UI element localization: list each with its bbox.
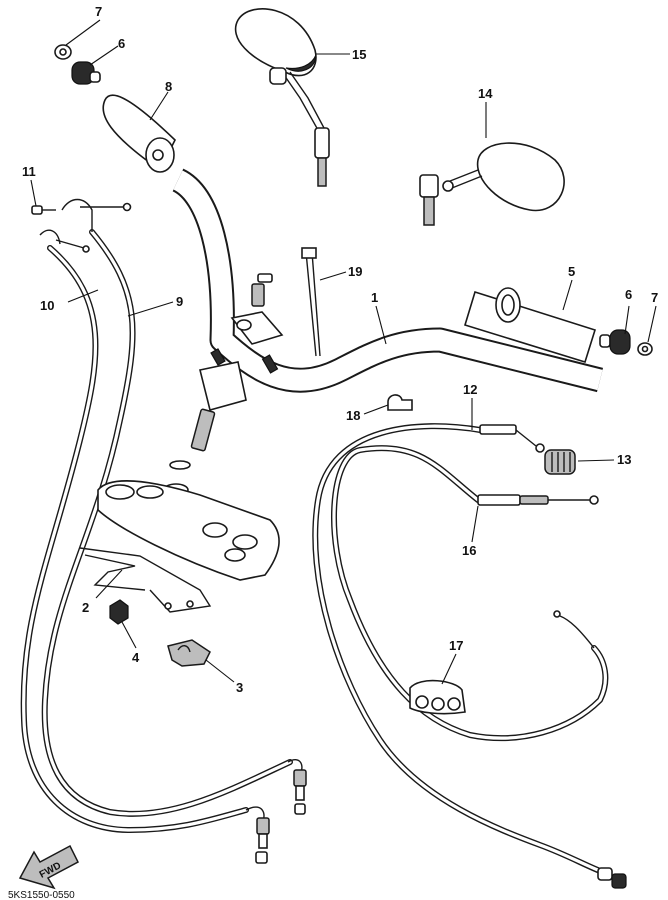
drawing-code: 5KS1550-0550 xyxy=(8,890,75,900)
callout-17: 17 xyxy=(449,638,463,653)
adjuster-13 xyxy=(544,449,576,475)
fwd-arrow-icon: FWD xyxy=(18,844,79,890)
callout-1: 1 xyxy=(371,290,378,305)
callout-6-right: 6 xyxy=(625,287,632,302)
handlebar-holder-lower xyxy=(163,361,247,497)
callout-16: 16 xyxy=(462,543,476,558)
screw-11 xyxy=(31,205,56,215)
cable-top-fittings xyxy=(39,198,132,253)
grip-end-6-left xyxy=(71,61,101,85)
callout-14: 14 xyxy=(478,86,493,101)
washer-7-right xyxy=(637,342,653,356)
callout-2: 2 xyxy=(82,600,89,615)
callout-4: 4 xyxy=(132,650,140,665)
cable-16 xyxy=(330,445,609,742)
mirror-14 xyxy=(419,142,565,226)
clamp-17 xyxy=(409,679,466,715)
clutch-cable-12 xyxy=(312,423,611,877)
callout-7-left: 7 xyxy=(95,4,102,19)
cable-12-fittings xyxy=(479,424,627,889)
callout-15: 15 xyxy=(352,47,366,62)
grip-8-left xyxy=(102,94,176,173)
throttle-cable-9 xyxy=(41,229,293,817)
grip-end-6-right xyxy=(599,329,631,355)
callout-12: 12 xyxy=(463,382,477,397)
cable-16-fittings xyxy=(477,494,599,649)
mirror-15 xyxy=(234,8,330,187)
callout-11: 11 xyxy=(22,164,36,179)
callout-6-left: 6 xyxy=(118,36,125,51)
nut-4 xyxy=(109,599,129,625)
callout-3: 3 xyxy=(236,680,243,695)
cable-9-end-fitting xyxy=(287,758,307,815)
grip-5-right xyxy=(464,287,597,363)
washer-7-left xyxy=(54,44,72,60)
callout-5: 5 xyxy=(568,264,575,279)
cable-10-end-fitting xyxy=(245,806,270,864)
leader-lines xyxy=(30,19,657,685)
callout-19: 19 xyxy=(348,264,362,279)
callout-10: 10 xyxy=(40,298,54,313)
handlebar-holder-upper xyxy=(230,273,284,345)
throttle-cable-10 xyxy=(20,245,249,833)
callout-9: 9 xyxy=(176,294,183,309)
cable-tie-19 xyxy=(301,247,321,357)
callout-13: 13 xyxy=(617,452,631,467)
callout-18: 18 xyxy=(346,408,360,423)
callout-labels: 7 6 8 15 14 11 9 10 19 1 5 6 7 12 18 13 … xyxy=(22,4,658,695)
clamp-3 xyxy=(167,639,211,667)
cable-guide-2 xyxy=(79,547,212,613)
handlebar-1 xyxy=(171,168,604,393)
callout-7-right: 7 xyxy=(651,290,658,305)
clip-18 xyxy=(387,394,413,411)
callout-8: 8 xyxy=(165,79,172,94)
upper-bracket xyxy=(97,480,280,581)
